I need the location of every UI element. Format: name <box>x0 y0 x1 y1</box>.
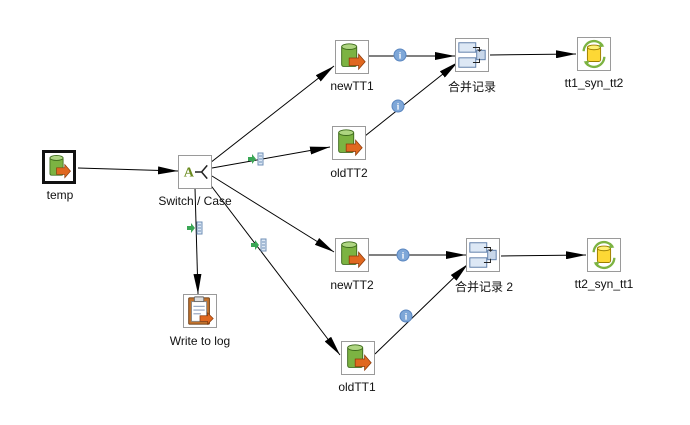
step-tt1-syn-tt2[interactable] <box>577 37 611 71</box>
label-oldtt1: oldTT1 <box>338 380 376 394</box>
merge-rows-icon <box>469 242 497 268</box>
hop-copy-icon[interactable] <box>247 152 265 171</box>
step-newtt1[interactable] <box>335 40 369 74</box>
switch-case-icon: A <box>184 165 208 181</box>
hop-info-icon[interactable]: i <box>396 248 410 267</box>
hop-info-icon[interactable]: i <box>399 309 413 328</box>
sync-table-icon <box>592 240 616 270</box>
label-newtt2: newTT2 <box>330 278 374 292</box>
svg-text:i: i <box>399 51 402 61</box>
step-write-to-log[interactable] <box>183 294 217 328</box>
write-to-log-icon <box>188 296 214 326</box>
label-oldtt2: oldTT2 <box>330 166 368 180</box>
label-switch-case: Switch / Case <box>158 194 232 208</box>
step-oldtt2[interactable] <box>332 126 366 160</box>
hop-info-icon[interactable]: i <box>391 99 405 118</box>
label-write-to-log: Write to log <box>169 334 231 348</box>
hop-oldtt1-merge2[interactable] <box>374 263 469 355</box>
svg-text:i: i <box>402 251 405 261</box>
label-tt1-syn-tt2: tt1_syn_tt2 <box>564 76 624 90</box>
svg-text:A: A <box>184 165 195 181</box>
hop-copy-icon[interactable] <box>250 238 268 257</box>
step-switch-case[interactable]: A <box>178 155 212 189</box>
hop-merge1-syn1[interactable] <box>489 50 577 59</box>
hop-switch-oldtt1[interactable] <box>208 182 341 356</box>
sync-table-icon <box>582 39 606 69</box>
step-temp[interactable] <box>42 150 76 184</box>
hop-switch-newtt1[interactable] <box>209 65 335 164</box>
step-oldtt1[interactable] <box>341 341 375 375</box>
svg-text:i: i <box>397 102 400 112</box>
table-input-icon <box>341 241 366 269</box>
label-tt2-syn-tt1: tt2_syn_tt1 <box>574 277 634 291</box>
step-tt2-syn-tt1[interactable] <box>587 238 621 272</box>
label-newtt1: newTT1 <box>330 79 374 93</box>
hop-temp-switch[interactable] <box>77 166 179 175</box>
hop-switch-log[interactable] <box>193 187 202 295</box>
merge-rows-icon <box>458 42 486 68</box>
hop-oldtt2-merge1[interactable] <box>364 61 459 137</box>
hop-copy-icon[interactable] <box>186 221 204 240</box>
step-newtt2[interactable] <box>335 238 369 272</box>
label-temp: temp <box>46 188 74 202</box>
hop-info-icon[interactable]: i <box>393 48 407 67</box>
label-merge-rows-2: 合并记录 2 <box>454 280 514 294</box>
hop-switch-oldtt2[interactable] <box>211 146 331 169</box>
table-input-icon <box>338 129 363 157</box>
hop-merge2-syn2[interactable] <box>500 251 587 260</box>
hop-switch-newtt2[interactable] <box>211 175 335 253</box>
table-input-icon <box>347 344 372 372</box>
svg-text:i: i <box>405 312 408 322</box>
step-merge-rows-1[interactable] <box>455 38 489 72</box>
table-input-icon <box>49 155 71 179</box>
step-merge-rows-2[interactable] <box>466 238 500 272</box>
table-input-icon <box>341 43 366 71</box>
label-merge-rows-1: 合并记录 <box>447 80 497 94</box>
